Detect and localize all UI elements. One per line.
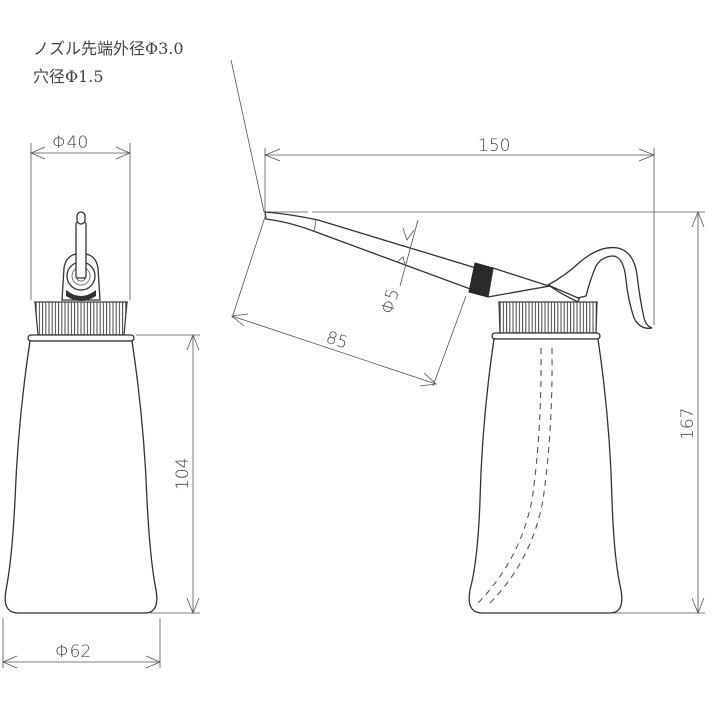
body-height-label: 104 (173, 458, 193, 490)
side-body (468, 332, 623, 614)
body-diameter-dimension: Φ62 (1, 618, 162, 669)
total-width-dimension: 150 (263, 136, 656, 325)
side-nozzle (264, 211, 653, 329)
internal-tube (477, 347, 553, 604)
nozzle-tip-note: ノズル先端外径Φ3.0 (33, 39, 184, 58)
body-diameter-label: Φ62 (55, 642, 91, 662)
nozzle-diameter-dimension: Φ5 (378, 219, 419, 316)
total-height-label: 167 (678, 408, 698, 440)
front-cap (34, 301, 128, 336)
body-height-dimension: 104 (136, 333, 200, 615)
cap-diameter-label: Φ40 (52, 133, 88, 153)
total-height-dimension: 167 (597, 210, 705, 615)
front-view: Φ40 104 (1, 133, 200, 669)
nozzle-length-label: 85 (323, 328, 350, 354)
hole-diameter-note: 穴径Φ1.5 (33, 67, 104, 86)
front-nozzle (61, 211, 101, 301)
front-body (4, 334, 158, 614)
cap-diameter-dimension: Φ40 (29, 133, 132, 300)
side-cap (498, 301, 598, 334)
note-leader-line (230, 59, 265, 213)
nozzle-diameter-label: Φ5 (378, 286, 404, 316)
total-width-label: 150 (478, 136, 510, 156)
side-view: 150 167 Φ5 (231, 136, 705, 615)
